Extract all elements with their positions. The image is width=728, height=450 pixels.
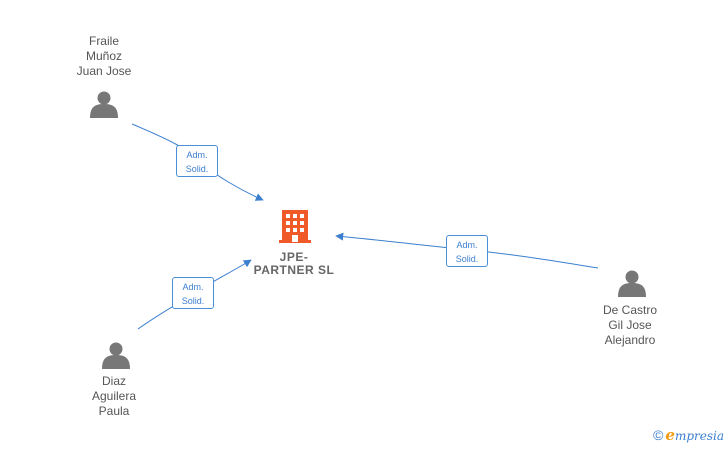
person-icon[interactable] bbox=[102, 342, 130, 370]
person-name-line: De Castro bbox=[602, 303, 658, 317]
person-name-decastro[interactable]: De Castro Gil Jose Alejandro bbox=[570, 303, 690, 348]
brand-initial: e bbox=[665, 426, 675, 444]
role-badge-fraile[interactable]: Adm. Solid. bbox=[176, 145, 218, 177]
person-name-line: Fraile bbox=[88, 34, 119, 48]
role-line: Solid. bbox=[181, 296, 205, 306]
person-name-line: Gil Jose bbox=[608, 318, 652, 332]
role-line: Solid. bbox=[185, 164, 209, 174]
company-name-line: PARTNER SL bbox=[253, 263, 335, 277]
role-line: Solid. bbox=[455, 254, 479, 264]
person-name-line: Alejandro bbox=[604, 333, 656, 347]
brand-logo: ©empresia bbox=[653, 426, 724, 444]
role-badge-diaz[interactable]: Adm. Solid. bbox=[172, 277, 214, 309]
person-name-line: Aguilera bbox=[91, 389, 137, 403]
person-name-line: Muñoz bbox=[85, 49, 123, 63]
person-name-line: Paula bbox=[98, 404, 130, 418]
role-line: Adm. bbox=[182, 282, 204, 292]
company-name[interactable]: JPE- PARTNER SL bbox=[234, 251, 354, 277]
role-badge-decastro[interactable]: Adm. Solid. bbox=[446, 235, 488, 267]
person-name-line: Juan Jose bbox=[76, 64, 132, 78]
person-icon[interactable] bbox=[90, 91, 118, 119]
company-name-line: JPE- bbox=[279, 250, 309, 264]
person-icon[interactable] bbox=[618, 270, 646, 298]
brand-name: mpresia bbox=[674, 429, 724, 443]
role-line: Adm. bbox=[456, 240, 478, 250]
person-name-fraile[interactable]: Fraile Muñoz Juan Jose bbox=[44, 34, 164, 79]
person-name-line: Diaz bbox=[101, 374, 126, 388]
role-line: Adm. bbox=[186, 150, 208, 160]
copyright-icon: © bbox=[653, 427, 664, 443]
person-name-diaz[interactable]: Diaz Aguilera Paula bbox=[54, 374, 174, 419]
building-icon[interactable] bbox=[279, 210, 311, 243]
